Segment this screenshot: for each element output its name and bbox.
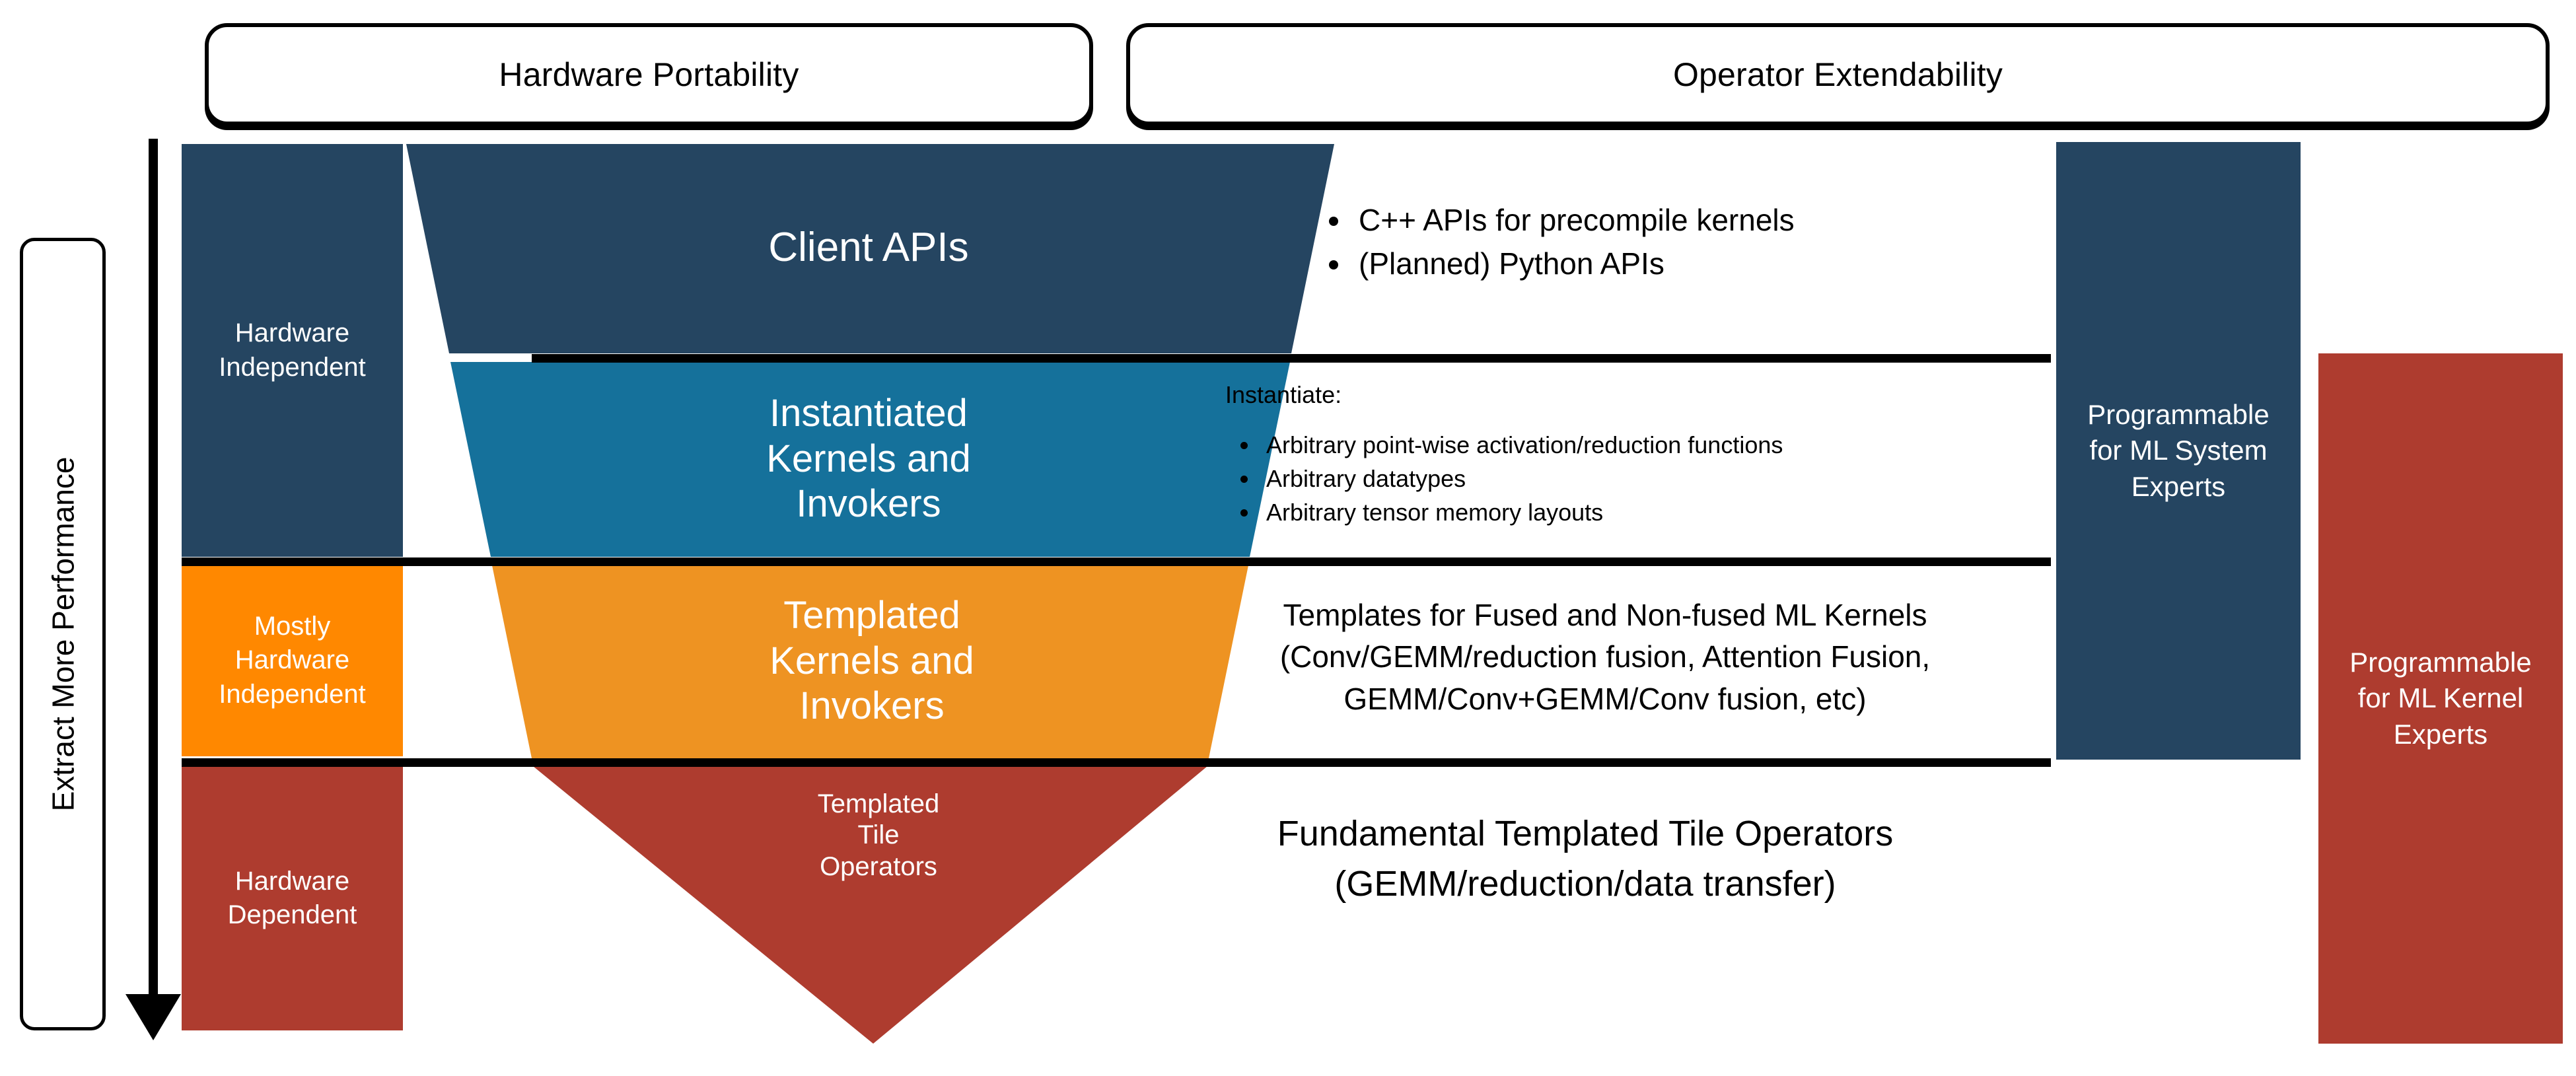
divider-rule-3 [182, 758, 2051, 767]
description-client-apis: C++ APIs for precompile kernels (Planned… [1318, 198, 2031, 285]
instantiate-bullet-list: Arbitrary point-wise activation/reductio… [1225, 428, 2038, 529]
header-pill-operator-extendability: Operator Extendability [1126, 23, 2550, 126]
tile-operators-line-1: Fundamental Templated Tile Operators [1277, 814, 1894, 853]
performance-arrow-head [125, 994, 181, 1040]
list-item: C++ APIs for precompile kernels [1352, 198, 2031, 242]
funnel-label-client-apis: Client APIs [462, 198, 1275, 297]
templated-kernels-line-3: GEMM/Conv+GEMM/Conv fusion, etc) [1343, 681, 1867, 716]
header-pill-hardware-portability-label: Hardware Portability [499, 55, 799, 93]
instantiate-lead-label: Instantiate: [1225, 381, 1342, 408]
divider-rule-2 [182, 557, 2051, 566]
description-templated-kernels: Templates for Fused and Non-fused ML Ker… [1163, 594, 2048, 720]
list-item: Arbitrary datatypes [1260, 462, 2038, 495]
performance-axis-label: Extract More Performance [46, 456, 80, 812]
client-apis-bullet-list: C++ APIs for precompile kernels (Planned… [1318, 198, 2031, 285]
templated-kernels-line-1: Templates for Fused and Non-fused ML Ker… [1283, 598, 1927, 632]
description-tile-operators: Fundamental Templated Tile Operators (GE… [1123, 809, 2048, 909]
performance-arrow-shaft [149, 139, 158, 1001]
description-instantiated: Instantiate: Arbitrary point-wise activa… [1225, 380, 2038, 529]
header-pill-operator-extendability-label: Operator Extendability [1672, 55, 2003, 93]
performance-axis-pill: Extract More Performance [20, 238, 106, 1030]
templated-kernels-line-2: (Conv/GEMM/reduction fusion, Attention F… [1279, 639, 1931, 674]
divider-rule-1 [532, 354, 2051, 363]
list-item: (Planned) Python APIs [1352, 242, 2031, 285]
funnel-label-client-apis-text: Client APIs [768, 225, 969, 271]
list-item: Arbitrary tensor memory layouts [1260, 495, 2038, 529]
list-item: Arbitrary point-wise activation/reductio… [1260, 428, 2038, 462]
header-pill-hardware-portability: Hardware Portability [205, 23, 1093, 126]
tile-operators-line-2: (GEMM/reduction/data transfer) [1334, 863, 1836, 904]
